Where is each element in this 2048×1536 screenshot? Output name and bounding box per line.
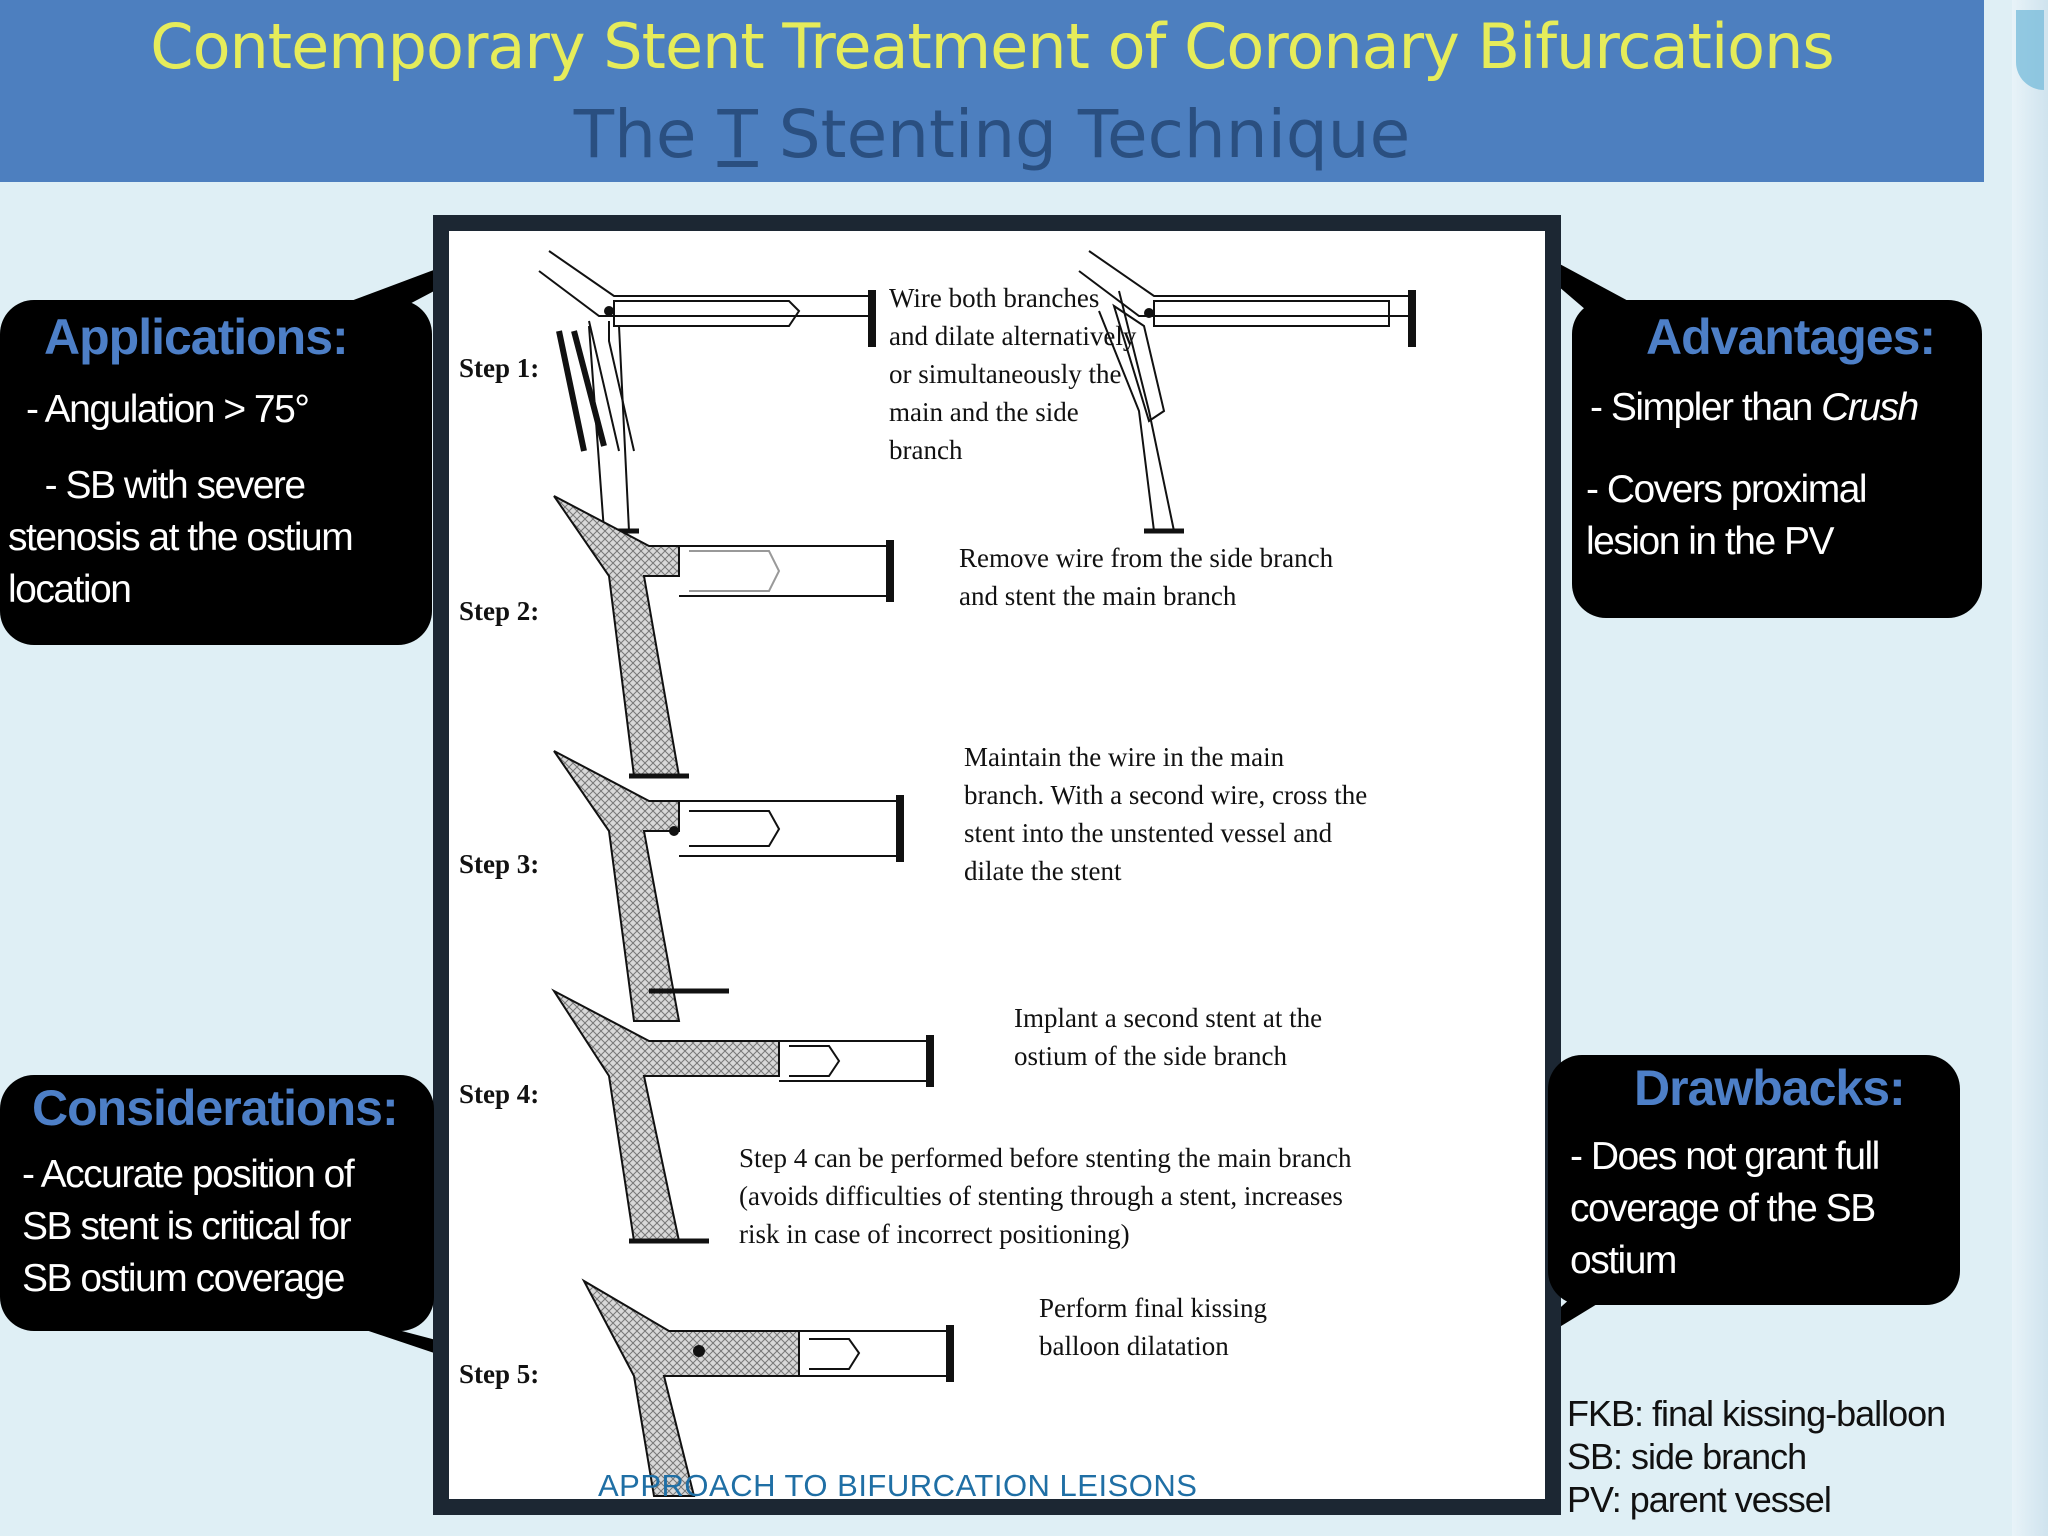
slide-subtitle: The T Stenting Technique xyxy=(0,96,1984,173)
considerations-callout: Considerations: - Accurate position of S… xyxy=(0,1075,434,1331)
step3-vessel-diagram xyxy=(553,750,904,1022)
applications-line-3: stenosis at the ostium xyxy=(8,516,354,559)
swoosh-shape xyxy=(2016,10,2044,90)
applications-line-4: location xyxy=(8,568,132,611)
advantages-callout: Advantages: - Simpler than Crush - Cover… xyxy=(1572,300,1982,618)
step1-vessel-diagram xyxy=(538,250,876,534)
step5-text: Perform final kissing balloon dilatation xyxy=(1039,1293,1267,1361)
step3-label: Step 3: xyxy=(459,849,540,879)
applications-callout: Applications: - Angulation > 75° - SB wi… xyxy=(0,300,432,645)
t-stenting-figure: Step 1: Wire both branches and dilate al… xyxy=(433,215,1561,1515)
abbreviation-pv: PV: parent vessel xyxy=(1567,1479,1832,1520)
advantages-line-2: - Covers proximal xyxy=(1586,468,1868,511)
drawbacks-line-2: coverage of the SB xyxy=(1570,1187,1876,1230)
subtitle-pre: The xyxy=(573,96,718,173)
step1-dilated-diagram xyxy=(1078,250,1416,534)
step3-text: Maintain the wire in the main branch. Wi… xyxy=(964,742,1368,886)
advantages-line-1: - Simpler than Crush xyxy=(1590,382,1982,434)
title-banner: Contemporary Stent Treatment of Coronary… xyxy=(0,0,1984,182)
step2-label: Step 2: xyxy=(459,596,540,626)
considerations-line-1: - Accurate position of xyxy=(22,1153,355,1196)
considerations-line-3: SB ostium coverage xyxy=(22,1257,346,1300)
step1-text: Wire both branches and dilate alternativ… xyxy=(889,283,1137,465)
figure-panel: Step 1: Wire both branches and dilate al… xyxy=(449,231,1545,1499)
advantages-line-3: lesion in the PV xyxy=(1586,520,1835,563)
subtitle-post: Stenting Technique xyxy=(757,96,1411,173)
drawbacks-title: Drawbacks: xyxy=(1634,1060,1906,1116)
step2-vessel-diagram xyxy=(553,495,894,779)
step2-text: Remove wire from the side branch and ste… xyxy=(959,543,1334,611)
footer-caption: APPROACH TO BIFURCATION LEISONS xyxy=(598,1468,1198,1503)
step4-label: Step 4: xyxy=(459,1079,540,1109)
stent-diagrams xyxy=(538,250,1416,1497)
drawbacks-line-3: ostium xyxy=(1570,1239,1677,1282)
advantages-title: Advantages: xyxy=(1646,309,1936,365)
advantages-line-1-text: - Simpler than xyxy=(1590,386,1822,429)
advantages-line-1-crush: Crush xyxy=(1821,386,1919,429)
step4-note: Step 4 can be performed before stenting … xyxy=(739,1143,1352,1249)
step1-label: Step 1: xyxy=(459,353,540,383)
abbreviations-legend: FKB: final kissing-balloon SB: side bran… xyxy=(1567,1392,1946,1521)
considerations-title: Considerations: xyxy=(32,1080,399,1136)
slide-edge-decoration xyxy=(2012,0,2048,1536)
applications-line-2: - SB with severe xyxy=(26,464,306,507)
drawbacks-callout: Drawbacks: - Does not grant full coverag… xyxy=(1548,1055,1960,1305)
step4-vessel-diagram xyxy=(551,988,934,1244)
abbreviation-fkb: FKB: final kissing-balloon xyxy=(1567,1393,1946,1434)
applications-line-1: - Angulation > 75° xyxy=(26,388,310,431)
abbreviation-sb: SB: side branch xyxy=(1567,1436,1807,1477)
step5-label: Step 5: xyxy=(459,1359,540,1389)
step5-vessel-diagram xyxy=(581,1278,954,1497)
step4-text: Implant a second stent at the ostium of … xyxy=(1014,1003,1323,1071)
applications-title: Applications: xyxy=(44,309,349,365)
drawbacks-line-1: - Does not grant full xyxy=(1570,1135,1880,1178)
slide-title: Contemporary Stent Treatment of Coronary… xyxy=(150,10,1834,83)
considerations-line-2: SB stent is critical for xyxy=(22,1205,352,1248)
subtitle-t-letter: T xyxy=(717,96,758,173)
